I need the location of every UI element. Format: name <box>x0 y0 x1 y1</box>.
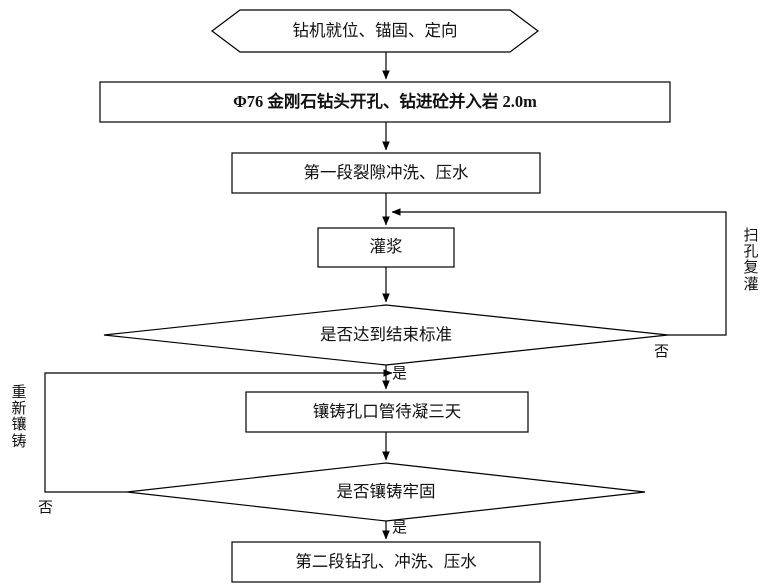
node-grout-label: 灌浆 <box>369 237 403 257</box>
node-wash2-shape <box>231 541 541 583</box>
node-embed-shape <box>245 391 529 433</box>
node-check1-label: 是否达到结束标准 <box>320 324 452 344</box>
edge-check1-no-loop <box>391 208 727 336</box>
side-label-rework-left: 重新镶铸 <box>11 385 27 450</box>
side-label-rework-right: 扫孔复灌 <box>743 228 759 293</box>
node-wash1-label: 第一段裂隙冲洗、压水 <box>303 162 469 182</box>
node-drill-shape <box>99 81 671 123</box>
edge-label-check2-no: 否 <box>38 500 54 516</box>
node-check2-label: 是否镶铸牢固 <box>336 481 436 501</box>
node-wash2-label: 第二段钻孔、冲洗、压水 <box>295 551 477 571</box>
edge-label-check1-no: 否 <box>654 344 670 360</box>
node-start-shape <box>211 9 539 53</box>
node-start-label: 钻机就位、锚固、定向 <box>292 20 458 40</box>
node-drill-label: Φ76 金刚石钻头开孔、钻进砼并入岩 2.0m <box>233 91 537 111</box>
edge-label-check1-yes: 是 <box>392 366 408 382</box>
edge-check2-no-loop <box>44 369 393 493</box>
node-embed-label: 镶铸孔口管待凝三天 <box>312 401 462 421</box>
node-grout-shape <box>317 227 455 268</box>
edge-label-check2-yes: 是 <box>392 520 408 536</box>
